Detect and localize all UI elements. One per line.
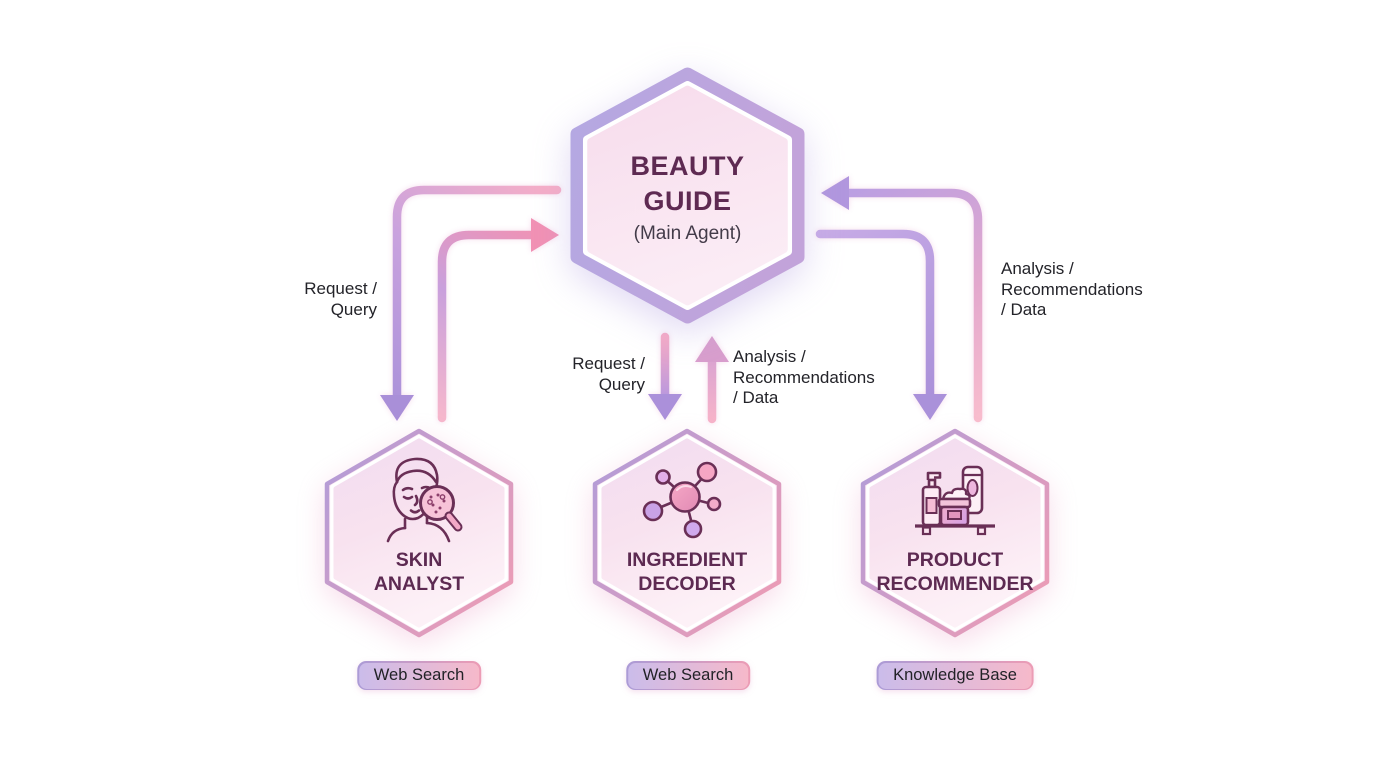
edge-label-right-response: Analysis / Recommendations / Data xyxy=(1001,259,1143,319)
edge-label-middle-response: Analysis / Recommendations / Data xyxy=(733,347,875,407)
edge-label-left-request: Request / Query xyxy=(304,279,377,319)
arrow-main-to-skin-analyst xyxy=(380,185,562,421)
tool-badge-label: Web Search xyxy=(358,662,480,689)
agent-title-skin-analyst: SKIN ANALYST xyxy=(373,549,465,595)
arrow-skin-analyst-to-main xyxy=(437,218,559,423)
main-agent-subtitle: (Main Agent) xyxy=(633,223,742,244)
tool-badge-web-search-ingredient: Web Search xyxy=(626,661,750,690)
edge-label-middle-request: Request / Query xyxy=(572,354,645,394)
node-skin-analyst: SKIN ANALYST xyxy=(321,425,517,641)
tool-badge-label: Knowledge Base xyxy=(878,662,1032,689)
node-ingredient-decoder: INGREDIENT DECODER xyxy=(589,425,785,641)
arrow-product-recommender-to-main xyxy=(821,176,983,423)
main-agent-title: BEAUTY GUIDE xyxy=(630,151,745,216)
agent-title-ingredient-decoder: INGREDIENT DECODER xyxy=(626,549,748,595)
node-product-recommender: PRODUCT RECOMMENDER xyxy=(857,425,1053,641)
molecule-icon xyxy=(642,461,722,539)
arrow-main-to-product-recommender xyxy=(815,229,947,420)
node-beauty-guide: BEAUTY GUIDE (Main Agent) xyxy=(569,67,806,324)
hexagon-shape xyxy=(570,67,805,324)
agent-title-product-recommender: PRODUCT RECOMMENDER xyxy=(876,549,1034,595)
tool-badge-web-search-skin: Web Search xyxy=(357,661,481,690)
tool-badge-knowledge-base: Knowledge Base xyxy=(876,661,1034,690)
hexagon-shape xyxy=(860,428,1050,638)
tool-badge-label: Web Search xyxy=(627,662,749,689)
face-magnifier-icon xyxy=(386,457,463,543)
hexagon-shape xyxy=(324,428,514,638)
arrow-ingredient-decoder-to-main xyxy=(695,336,729,424)
arrow-main-to-ingredient-decoder xyxy=(648,332,682,420)
cosmetics-shelf-icon xyxy=(915,465,995,536)
